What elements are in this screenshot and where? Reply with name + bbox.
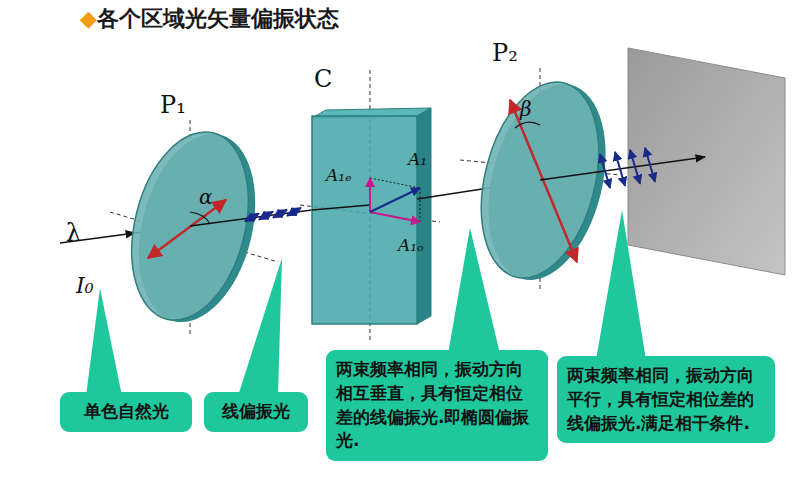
screen bbox=[628, 48, 785, 275]
part-label: I₀ bbox=[76, 274, 94, 298]
slide-title: ◆各个区域光矢量偏振状态 bbox=[80, 4, 339, 34]
polarization-arrows bbox=[245, 208, 301, 222]
vector-diagram bbox=[370, 178, 420, 222]
callout-box: 线偏振光 bbox=[204, 392, 308, 432]
callout-text: 单色自然光 bbox=[70, 400, 182, 424]
polarization-arrow bbox=[259, 212, 273, 220]
polarization-arrows bbox=[600, 148, 655, 188]
part-label: C bbox=[314, 66, 332, 92]
polarization-arrow bbox=[273, 210, 287, 218]
callout-text: 线偏振光 bbox=[214, 400, 298, 424]
angle-arc bbox=[190, 212, 210, 224]
transmission-axis bbox=[510, 100, 577, 262]
part-label: A₁ₑ bbox=[326, 166, 352, 185]
callout-box: 两束频率相同，振动方向相互垂直，具有恒定相位差的线偏振光.即椭圆偏振光. bbox=[326, 350, 548, 461]
polarization-arrow bbox=[630, 150, 640, 184]
polarization-arrow bbox=[615, 152, 625, 186]
polarizer-p2 bbox=[462, 70, 624, 293]
part-label: P₂ bbox=[492, 40, 518, 66]
wave-plate-c bbox=[312, 108, 431, 324]
part-label: λ bbox=[66, 220, 81, 246]
angle-arc bbox=[515, 122, 540, 128]
polarization-arrow bbox=[645, 148, 655, 182]
polarizer-p1 bbox=[113, 120, 273, 335]
part-label: A₁ bbox=[408, 150, 427, 169]
polarization-arrow bbox=[600, 154, 610, 188]
part-label: P₁ bbox=[160, 92, 186, 118]
callout-box: 单色自然光 bbox=[60, 392, 192, 432]
polarization-arrow bbox=[245, 213, 259, 221]
callout-text: 两束频率相同，振动方向相互垂直，具有恒定相位差的线偏振光.即椭圆偏振光. bbox=[336, 358, 538, 453]
transmission-axis bbox=[148, 200, 226, 258]
part-label: β bbox=[520, 98, 532, 120]
part-label: A₁ₒ bbox=[398, 236, 424, 255]
light-ray bbox=[312, 205, 370, 210]
callout-box: 两束频率相同，振动方向平行，具有恒定相位差的线偏振光.满足相干条件. bbox=[557, 356, 775, 443]
polarization-arrow bbox=[287, 208, 301, 216]
part-label: α bbox=[199, 186, 213, 208]
axis-lines bbox=[110, 68, 620, 340]
callout-text: 两束频率相同，振动方向平行，具有恒定相位差的线偏振光.满足相干条件. bbox=[567, 364, 765, 435]
